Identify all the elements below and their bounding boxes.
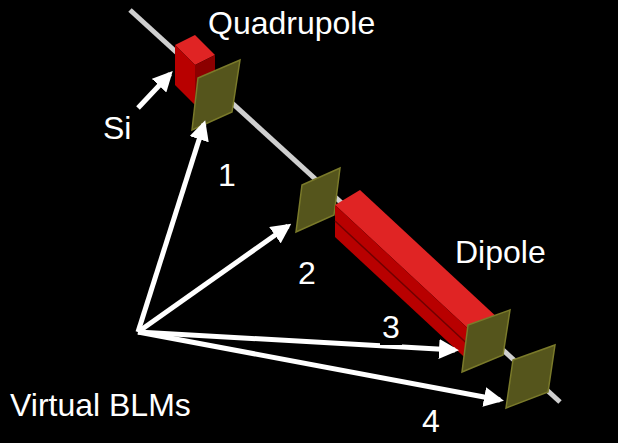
- callout-number: 1: [216, 158, 238, 193]
- blm-plane: [296, 168, 340, 232]
- callout-number: 3: [380, 310, 402, 345]
- blm-plane: [192, 60, 240, 130]
- beam-pipe: [130, 10, 560, 402]
- callout-number: 4: [420, 404, 442, 439]
- pointer-arrows: [138, 74, 500, 400]
- part-name: Dipole: [453, 235, 548, 270]
- blm-plane: [506, 345, 555, 408]
- part-name: Quadrupole: [206, 6, 377, 41]
- group-label: Virtual BLMs: [8, 388, 193, 423]
- callout-number: 2: [296, 256, 318, 291]
- blm-plane: [462, 310, 510, 372]
- part-name: Si: [101, 111, 133, 146]
